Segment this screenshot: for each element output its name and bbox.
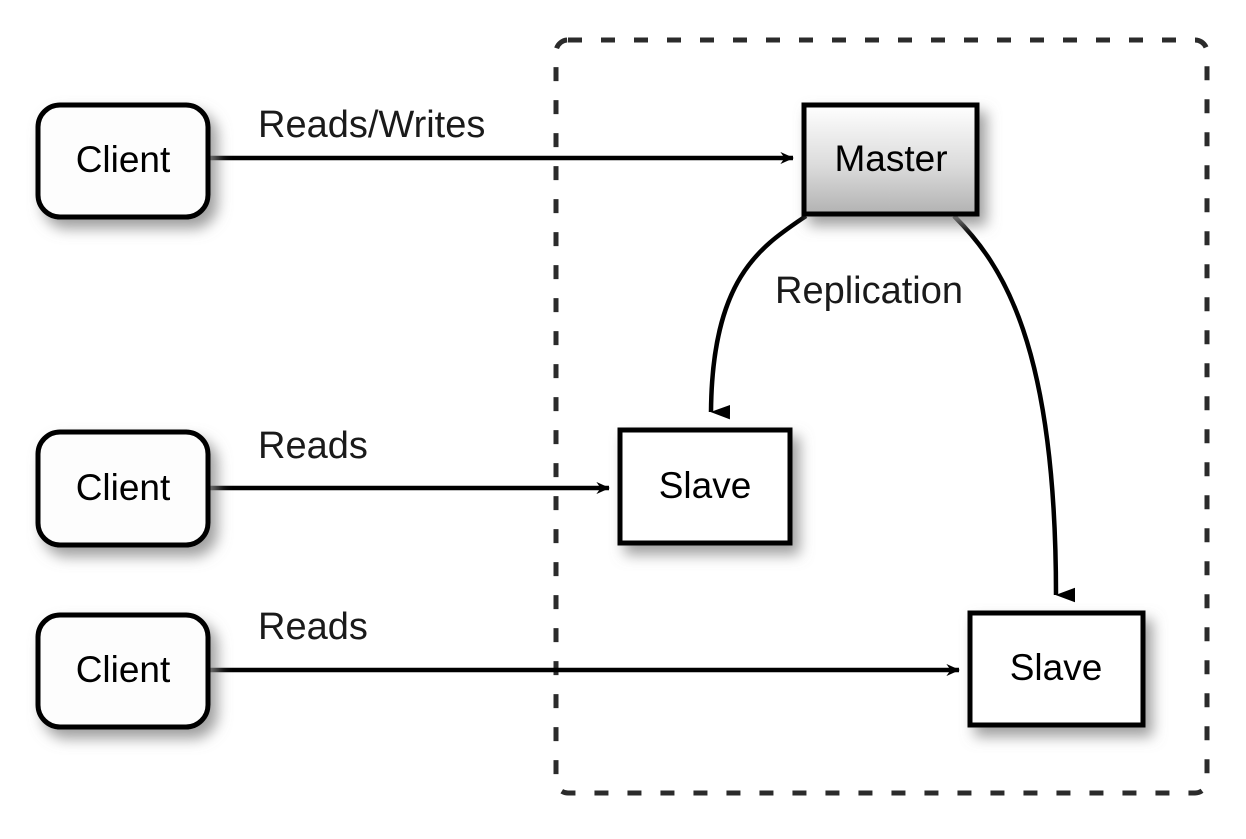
slave-1-label: Slave: [659, 465, 752, 506]
master-box[interactable]: [801, 102, 980, 217]
edge-label-replication: Replication: [775, 270, 963, 312]
node-master[interactable]: Master: [801, 102, 980, 217]
node-client-1[interactable]: Client: [35, 102, 211, 220]
node-client-3[interactable]: Client: [35, 612, 211, 730]
master-label: Master: [834, 138, 947, 179]
client-box[interactable]: [35, 429, 211, 548]
edge-master-slave2: [952, 214, 1076, 603]
edge-label-reads-slave2: Reads: [258, 606, 368, 648]
edge-label-reads-writes: Reads/Writes: [258, 104, 485, 146]
edge-label-reads-slave1: Reads: [258, 425, 368, 467]
client-2-label: Client: [76, 467, 171, 508]
client-3-label: Client: [76, 649, 171, 690]
slave-box[interactable]: [967, 610, 1146, 728]
node-slave-2[interactable]: Slave: [967, 610, 1146, 728]
edge-curve: [708, 214, 808, 420]
client-box[interactable]: [35, 612, 211, 730]
slave-2-label: Slave: [1010, 647, 1103, 688]
slave-box[interactable]: [617, 427, 793, 546]
edge-master-slave1: [708, 214, 808, 420]
node-client-2[interactable]: Client: [35, 429, 211, 548]
edge-curve: [952, 214, 1076, 603]
node-slave-1[interactable]: Slave: [617, 427, 793, 546]
client-1-label: Client: [76, 139, 171, 180]
client-box[interactable]: [35, 102, 211, 220]
